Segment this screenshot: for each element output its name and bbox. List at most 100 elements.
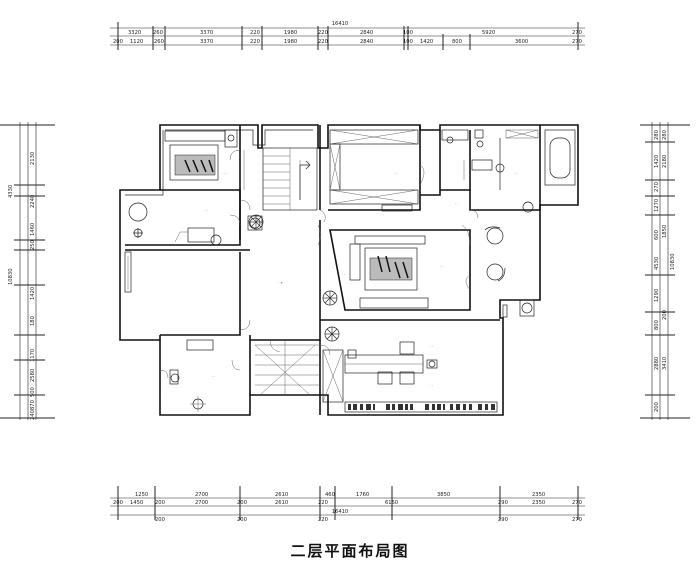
top-dim-2: 260 bbox=[153, 30, 163, 36]
top-dim-7: 2840 bbox=[360, 30, 373, 36]
bottom-dim-r3-4: 290 bbox=[498, 517, 508, 523]
right-dim-7: 4530 bbox=[654, 257, 660, 270]
top-dim-r2-11: 800 bbox=[452, 39, 462, 45]
left-dim-11: 240 bbox=[30, 410, 36, 420]
right-dim-9: 800 bbox=[654, 320, 660, 330]
bottom-dim-2: 2700 bbox=[195, 492, 208, 498]
right-dimension-lines: 280 1420 2180 270 1270 600 4530 1290 800… bbox=[640, 122, 690, 420]
bottom-dim-r2-11: 270 bbox=[572, 500, 582, 506]
bottom-dim-r2-2: 1450 bbox=[130, 500, 143, 506]
svg-text:· ·: · · bbox=[430, 345, 433, 349]
top-dim-r2-1: 200 bbox=[113, 39, 123, 45]
left-dim-7: 1170 bbox=[30, 349, 36, 362]
left-dim-outer-1: 4330 bbox=[8, 185, 14, 198]
top-dim-r2-12: 3600 bbox=[515, 39, 528, 45]
master-suite: · · · · · · bbox=[342, 160, 471, 309]
bottom-dim-4: 460 bbox=[325, 492, 335, 498]
svg-text:· ·: · · bbox=[395, 172, 398, 176]
top-dim-3: 3370 bbox=[200, 30, 213, 36]
study-left: · · bbox=[128, 202, 263, 246]
plant-icon bbox=[322, 290, 338, 306]
top-dim-r2-10: 1420 bbox=[420, 39, 433, 45]
top-dimension-lines: 16410 3320 260 3370 220 1980 220 2840 10… bbox=[110, 21, 585, 50]
bottom-dim-5: 1760 bbox=[356, 492, 369, 498]
right-dim-4: 270 bbox=[654, 182, 660, 192]
left-dim-5: 1420 bbox=[30, 287, 36, 300]
bottom-dim-r2-5: 200 bbox=[237, 500, 247, 506]
left-dim-6: 180 bbox=[30, 316, 36, 326]
svg-text:· · ·: · · · bbox=[222, 172, 227, 176]
left-dim-4: 250 bbox=[30, 240, 36, 250]
left-dim-8: 2580 bbox=[30, 369, 36, 382]
top-dim-r2-9: 100 bbox=[403, 39, 413, 45]
top-dim-9: 5920 bbox=[482, 30, 495, 36]
top-dim-6: 220 bbox=[318, 30, 328, 36]
top-dim-r2-4: 3370 bbox=[200, 39, 213, 45]
right-dim-extra-2: 280 bbox=[662, 130, 668, 140]
lounge-right bbox=[484, 201, 535, 318]
right-dim-8: 1290 bbox=[654, 289, 660, 302]
plant-icons bbox=[248, 214, 340, 342]
bottom-dim-r2-8: 6150 bbox=[385, 500, 398, 506]
staircase bbox=[254, 147, 320, 396]
left-dim-9: 500 bbox=[30, 387, 36, 397]
top-dim-r2-6: 1980 bbox=[284, 39, 297, 45]
left-dim-outer-2: 10830 bbox=[8, 268, 14, 285]
right-dim-13: 200 bbox=[654, 402, 660, 412]
svg-text:· ·: · · bbox=[440, 265, 443, 269]
bottom-dim-r3-2: 200 bbox=[237, 517, 247, 523]
right-dim-6: 600 bbox=[654, 230, 660, 240]
top-dim-r2-3: 260 bbox=[154, 39, 164, 45]
bottom-dim-r2-10: 2350 bbox=[532, 500, 545, 506]
bottom-dim-r2-9: 290 bbox=[498, 500, 508, 506]
bottom-dim-r2-4: 2700 bbox=[195, 500, 208, 506]
top-dim-1: 3320 bbox=[128, 30, 141, 36]
right-dim-1: 280 bbox=[654, 130, 660, 140]
svg-text:· ·: · · bbox=[515, 172, 518, 176]
bottom-total-dimension: 16410 bbox=[332, 509, 349, 515]
right-dim-2: 1420 bbox=[654, 155, 660, 168]
wardrobe-top-center: · · bbox=[329, 129, 425, 212]
bottom-dim-7: 2350 bbox=[532, 492, 545, 498]
bottom-dim-3: 2610 bbox=[275, 492, 288, 498]
top-dim-r2-13: 270 bbox=[572, 39, 582, 45]
left-dimension-lines: 4330 10830 2130 2240 1460 250 1420 180 1… bbox=[0, 122, 55, 420]
top-dim-r2-8: 2840 bbox=[360, 39, 373, 45]
bottom-dim-r3-1: 200 bbox=[155, 517, 165, 523]
right-dim-10: 200 bbox=[662, 310, 668, 320]
bottom-dimension-lines: 1250 2700 2610 460 1760 3850 2350 200 14… bbox=[110, 486, 585, 523]
left-dim-10: 870 bbox=[30, 400, 36, 410]
bathroom-top-right: · · · bbox=[441, 129, 576, 190]
svg-text:· +: · + bbox=[278, 281, 283, 285]
dining-area: · · · · bbox=[319, 341, 438, 403]
bedroom-top-left: · · · bbox=[164, 129, 245, 190]
left-dim-2: 2240 bbox=[30, 195, 36, 208]
bedroom-bottom-left: · · bbox=[169, 339, 241, 412]
svg-text:· ·: · · bbox=[342, 273, 345, 277]
door-swings bbox=[159, 199, 479, 379]
plan-title: 二层平面布局图 bbox=[290, 542, 410, 560]
top-dim-r2-5: 220 bbox=[250, 39, 260, 45]
top-dim-10: 270 bbox=[572, 30, 582, 36]
bottom-dim-r3-3: 220 bbox=[318, 517, 328, 523]
right-dim-outer: 10830 bbox=[670, 253, 676, 270]
top-dim-r2-7: 220 bbox=[318, 39, 328, 45]
right-dim-3: 2180 bbox=[662, 155, 668, 168]
svg-text:· ·: · · bbox=[430, 384, 433, 388]
bookshelf-row bbox=[344, 401, 498, 413]
svg-text:·: · bbox=[490, 169, 491, 173]
top-dim-4: 220 bbox=[250, 30, 260, 36]
plant-icon bbox=[248, 214, 264, 230]
bottom-dim-r2-3: 200 bbox=[155, 500, 165, 506]
top-dim-r2-2: 1120 bbox=[130, 39, 143, 45]
bottom-dim-1: 1250 bbox=[135, 492, 148, 498]
svg-text:· ·: · · bbox=[212, 375, 215, 379]
top-dim-5: 1980 bbox=[284, 30, 297, 36]
top-total-dimension: 16410 bbox=[332, 21, 349, 27]
bottom-dim-6: 3850 bbox=[437, 492, 450, 498]
right-dim-11: 2880 bbox=[654, 357, 660, 370]
bottom-dim-r2-6: 2610 bbox=[275, 500, 288, 506]
plant-icon bbox=[324, 326, 340, 342]
right-dim-extra-1: 1850 bbox=[662, 225, 668, 238]
